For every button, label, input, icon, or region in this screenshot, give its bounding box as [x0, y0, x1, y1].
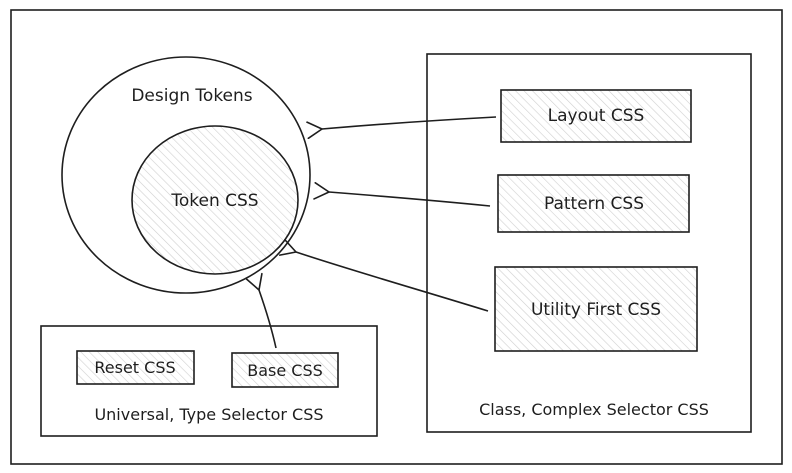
arrow-layout-to-tokens	[306, 116, 497, 140]
class-selector-group: Layout CSS Pattern CSS Utility First CSS…	[426, 53, 752, 433]
design-tokens-circle	[61, 56, 311, 294]
universal-selector-group: Reset CSS Base CSS Universal, Type Selec…	[40, 325, 378, 437]
reset-css-box	[76, 350, 195, 385]
layout-css-box	[500, 89, 692, 143]
arrow-universal-to-tokens	[245, 272, 277, 349]
arrow-utility-to-tokens	[278, 238, 489, 312]
token-css-label: Token CSS	[170, 191, 258, 211]
utility-first-css-box	[494, 266, 698, 352]
base-css-label: Base CSS	[247, 361, 323, 380]
design-tokens-group: Design Tokens Token CSS	[61, 56, 311, 294]
universal-selector-box	[40, 325, 378, 437]
layout-css-label: Layout CSS	[548, 106, 645, 126]
token-css-circle	[131, 125, 299, 275]
base-css-box	[231, 352, 339, 388]
class-selector-box	[426, 53, 752, 433]
outer-frame	[10, 9, 783, 465]
design-tokens-label: Design Tokens	[131, 86, 252, 106]
pattern-css-label: Pattern CSS	[544, 194, 644, 214]
class-selector-label: Class, Complex Selector CSS	[479, 400, 709, 419]
universal-selector-label: Universal, Type Selector CSS	[94, 405, 323, 424]
arrows	[245, 116, 497, 349]
utility-first-css-label: Utility First CSS	[531, 300, 661, 320]
reset-css-label: Reset CSS	[94, 358, 175, 377]
pattern-css-box	[497, 174, 690, 233]
arrow-pattern-to-tokens	[313, 181, 491, 207]
